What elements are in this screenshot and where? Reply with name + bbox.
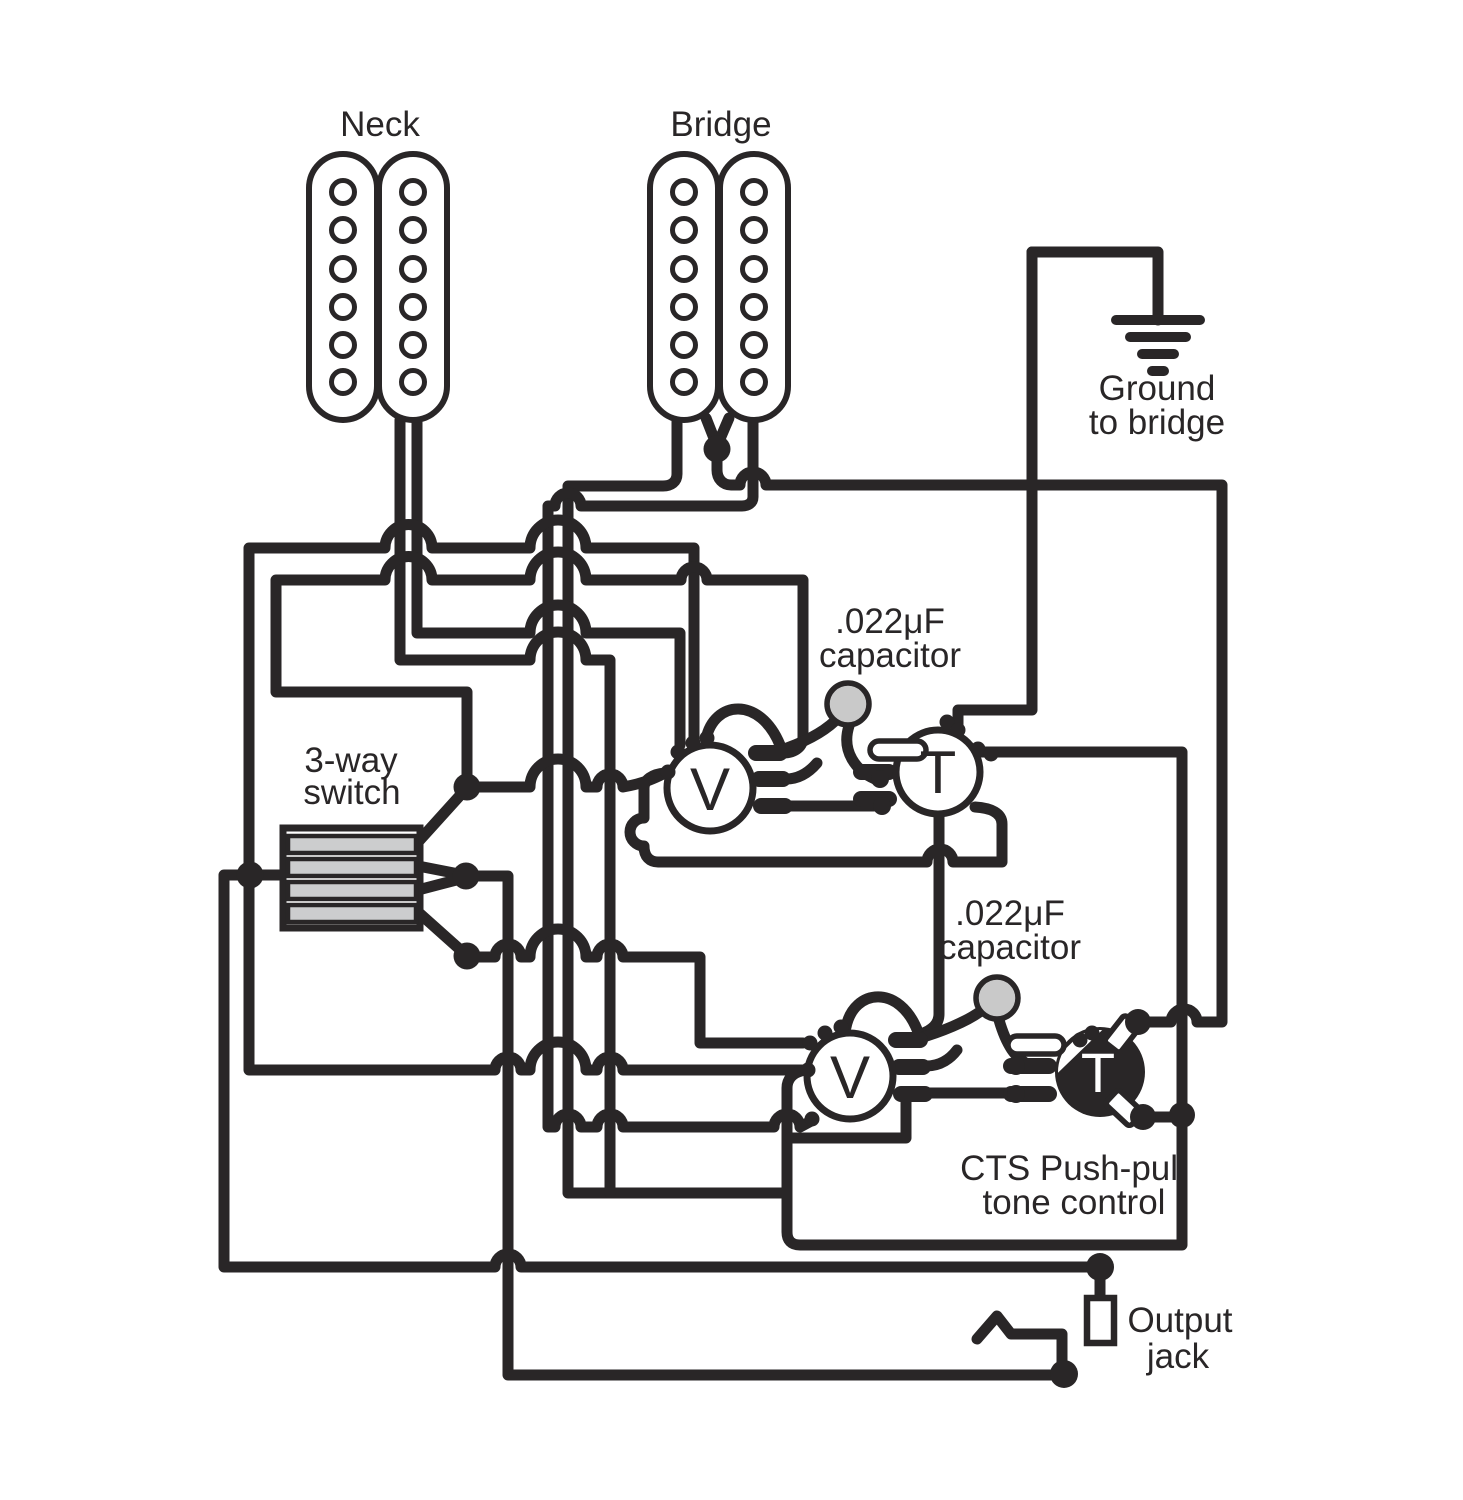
neck-pickup-label: Neck: [340, 105, 420, 144]
pushpull-letter: T: [1081, 1041, 1115, 1104]
volume-pot-2: V: [803, 1029, 933, 1123]
switch-terminal-dot-1: [453, 773, 481, 801]
tone1-rim-dot-2: [950, 722, 966, 738]
capacitor2-value-label: .022μF: [955, 894, 1065, 933]
switch-terminal-diagonals: [412, 784, 471, 960]
tone1-rim-dot-1: [939, 714, 955, 730]
output-jack-body: [1083, 1294, 1118, 1347]
pushpull-tone-pot: T: [1003, 1013, 1145, 1129]
volume2-rim-dot-5: [804, 1111, 820, 1127]
pushpull-bottom-lug-dot: [1130, 1104, 1156, 1130]
switch-slot-4: [285, 902, 419, 925]
volume2-rim-dot-2: [817, 1025, 833, 1041]
hot-feed-to-volume1: [270, 546, 809, 785]
volume1-lug-2: [751, 771, 791, 787]
bridge-pole-pieces: [670, 178, 768, 396]
pushpull-top-lug-dot: [1125, 1009, 1151, 1035]
volume1-lug-3: [753, 798, 793, 814]
volume2-rim-dot-4: [800, 1062, 816, 1078]
trunk-1182-junction-dot: [1169, 1102, 1195, 1128]
capacitor2-word-label: capacitor: [939, 928, 1081, 967]
switch-slot-2: [285, 856, 419, 879]
volume2-rim-dot-3: [833, 1019, 849, 1035]
volume2-letter: V: [830, 1044, 870, 1111]
volume2-casing-loop: [840, 991, 924, 1038]
switch-slot-3: [285, 879, 419, 902]
switch-common-to-jack: [461, 870, 1066, 1381]
tone1-output-trunk: [781, 746, 1188, 1251]
tone1-white-lug: [867, 738, 929, 762]
neck-pickup-wire-1: [394, 414, 616, 1199]
volume1-lug2-stub: [780, 757, 823, 785]
jack-sleeve-dot: [1086, 1253, 1114, 1281]
volume1-ground-loop-box: [461, 753, 1008, 868]
capacitor-2: [973, 974, 1021, 1022]
ground-label-line2: to bridge: [1089, 403, 1225, 442]
volume2-lug-3: [893, 1086, 933, 1102]
labels: Neck Bridge Ground to bridge .022μF capa…: [303, 105, 1232, 1376]
capacitor-1: [824, 680, 872, 728]
tone1-rim-dot-4: [983, 746, 999, 762]
volume1-body: [663, 741, 757, 835]
output-jack-label-line1: Output: [1127, 1301, 1232, 1340]
volume1-rim-dot-3: [685, 735, 701, 751]
neck-pickup: [306, 151, 450, 423]
junction-dots: [236, 435, 1195, 1388]
switch-slot-1: [285, 833, 419, 856]
volume2-lug-2: [891, 1059, 931, 1075]
pushpull-lug-dot-2: [1007, 1085, 1025, 1103]
volume-pot-1: V: [663, 741, 793, 835]
pushpull-rim-dot-1: [1072, 1032, 1088, 1048]
tone1-lug-dot-1: [871, 770, 889, 788]
neck-pickup-wire-2: [411, 414, 686, 751]
volume2-lug1-to-cap: [911, 1005, 987, 1045]
capacitor1-word-label: capacitor: [819, 636, 961, 675]
bridge-right-coil-wire: [542, 412, 819, 1133]
pushpull-label-line2: tone control: [983, 1183, 1166, 1222]
ground-wire-top: [1026, 246, 1164, 326]
volume1-rim-dot-4: [699, 730, 715, 746]
selector-switch: [279, 824, 424, 932]
switch-label-line2: switch: [303, 773, 400, 812]
tone1-wiper-down: [911, 808, 945, 1041]
pushpull-lug-dot-1: [1007, 1057, 1025, 1075]
volume1-lug-1: [748, 745, 788, 761]
left-trunk-wire: [243, 514, 812, 1076]
neck-coil-right: [376, 151, 450, 423]
switch-lower-wire: [462, 923, 809, 1049]
bridge-pickup: [647, 151, 791, 423]
bridge-left-coil-wire: [562, 412, 789, 1199]
volume2-ground-box: [784, 1094, 912, 1144]
ground-label-line1: Ground: [1099, 369, 1216, 408]
volume2-rim-dot-1: [802, 1035, 818, 1051]
switch-terminal-dot-3: [453, 942, 481, 970]
tone1-lug-dot-2: [873, 797, 891, 815]
pushpull-label-line1: CTS Push-pull: [960, 1149, 1186, 1188]
output-jack-label-line2: jack: [1146, 1337, 1210, 1376]
bridge-coil-right: [717, 151, 791, 423]
tone-pot-1: T: [853, 726, 984, 818]
volume1-casing-loop: [700, 703, 786, 751]
jack-tip-dot: [1050, 1360, 1078, 1388]
capacitor1-value-label: .022μF: [835, 602, 945, 641]
pushpull-rim-dot-2: [1084, 1025, 1100, 1041]
pushpull-white-lug: [1005, 1033, 1067, 1057]
tone1-rim-dot-3: [970, 741, 986, 757]
volume2-lug2-stub: [920, 1044, 963, 1072]
volume1-rim-dot-2: [670, 744, 686, 760]
switch-terminal-dot-2: [452, 862, 480, 890]
bridge-lead-junction-dot: [703, 435, 731, 463]
bridge-pickup-label: Bridge: [670, 105, 771, 144]
volume2-lug-1: [888, 1032, 928, 1048]
ground-symbol-bars: [1111, 315, 1205, 376]
switch-label-line1: 3-way: [304, 741, 398, 780]
jack-tip-wire: [971, 1310, 1068, 1372]
volume1-rim-dot-1: [660, 764, 676, 780]
volume1-letter: V: [690, 756, 730, 823]
neck-pole-pieces: [329, 178, 427, 396]
tone1-letter: T: [920, 739, 957, 806]
left-trunk-junction-dot: [236, 861, 264, 889]
